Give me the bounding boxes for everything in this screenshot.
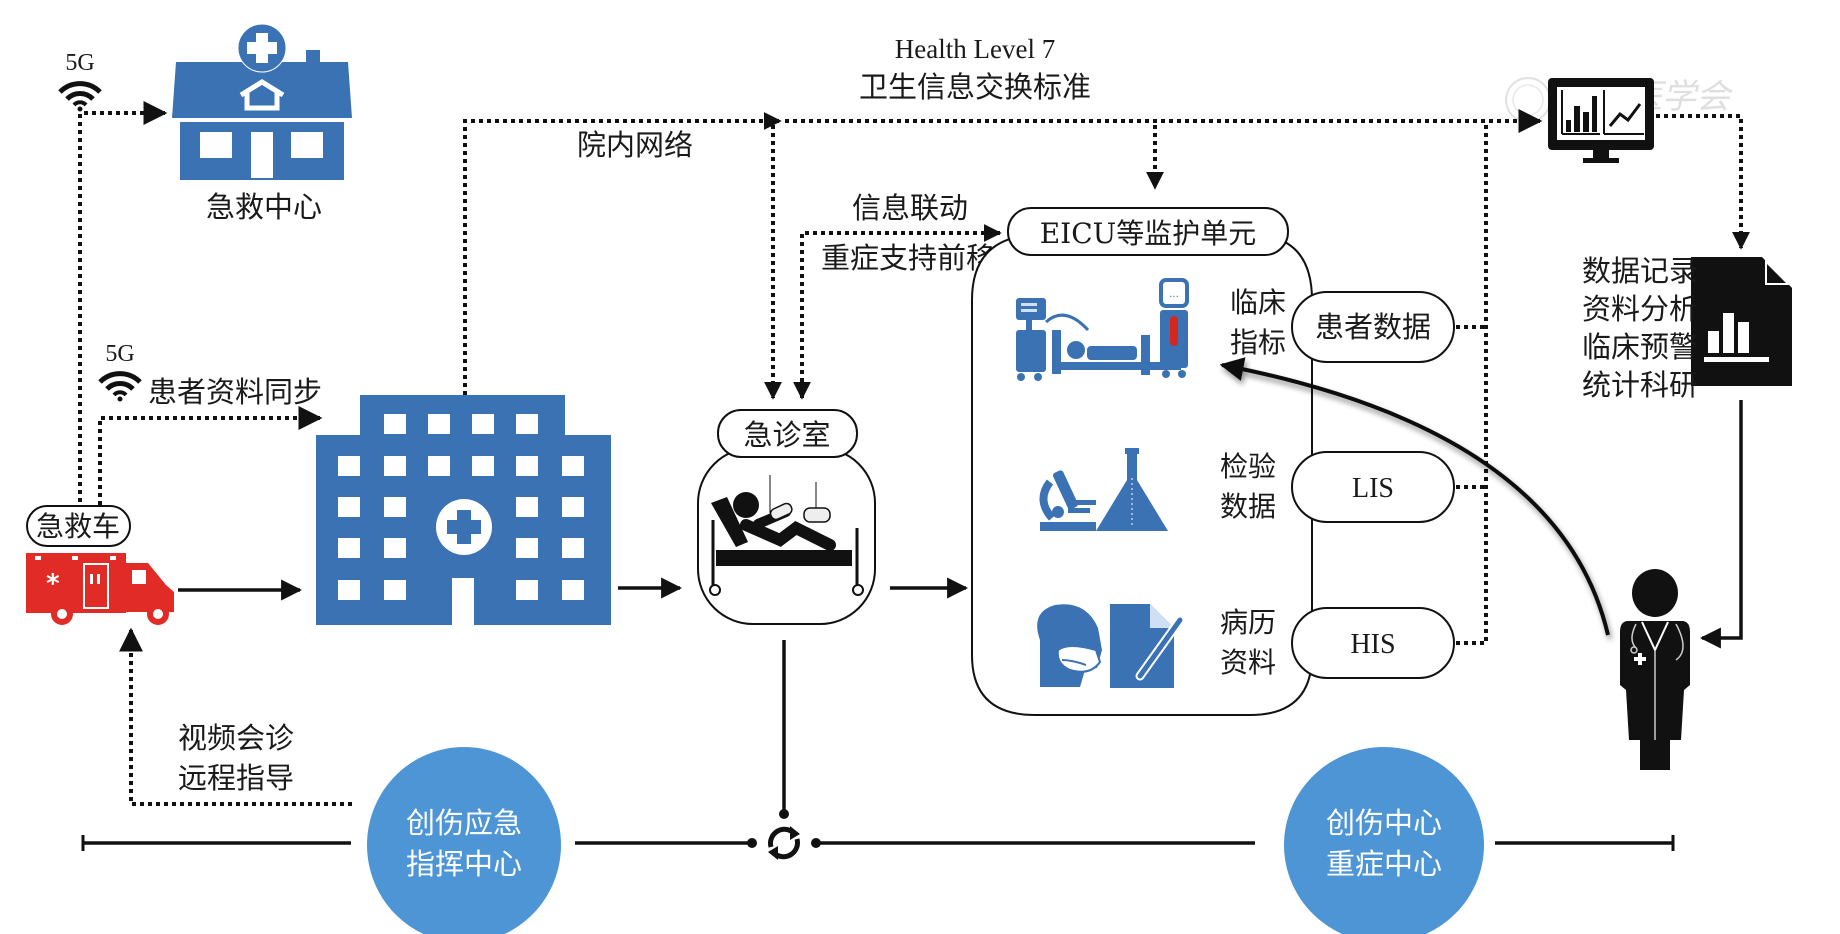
ambulance-label-pill xyxy=(26,505,131,547)
sync-node-right xyxy=(811,838,821,848)
microscope-icon xyxy=(1039,470,1096,531)
ambulance-icon: * xyxy=(26,553,174,625)
svg-text:*: * xyxy=(46,569,60,599)
top-5g-label: 5G xyxy=(65,50,94,76)
hl7-label-cn: 卫生信息交换标准 xyxy=(859,70,1091,104)
lab-data-label-2: 数据 xyxy=(1220,490,1276,523)
emergency-center-label: 急救中心 xyxy=(206,190,322,224)
sync-node-left xyxy=(747,838,757,848)
trauma-center-label-1: 创伤中心 xyxy=(1326,806,1442,840)
trauma-center-label-2: 重症中心 xyxy=(1326,847,1442,881)
svg-text:...: ... xyxy=(1169,289,1179,300)
report-chart-icon xyxy=(1691,257,1792,386)
er-eicu-link xyxy=(793,224,1002,400)
his-pill xyxy=(1291,607,1455,679)
icu-bed-monitor-icon: ... xyxy=(1016,278,1189,381)
command-center-label-1: 创伤应急 xyxy=(406,806,522,840)
analysis-item-1: 数据记录 xyxy=(1582,254,1698,288)
monitor-to-report-line xyxy=(1656,114,1750,250)
lis-pill xyxy=(1291,451,1455,523)
analysis-item-3: 临床预警 xyxy=(1582,330,1698,364)
trauma-command-center-node[interactable] xyxy=(367,747,561,934)
er-room-label-pill xyxy=(717,409,858,458)
sync-node-top xyxy=(779,809,789,819)
remote-guidance-label: 远程指导 xyxy=(178,761,294,795)
patient-sync-label: 患者资料同步 xyxy=(148,375,322,409)
er-room-label: 急诊室 xyxy=(743,418,830,452)
patient-data-label: 患者数据 xyxy=(1315,310,1431,344)
medical-record-label-1: 病历 xyxy=(1220,606,1276,639)
house-medical-icon xyxy=(172,23,352,180)
injured-patient-bed-icon xyxy=(709,475,864,596)
wifi-icon xyxy=(58,81,102,112)
eicu-label-pill xyxy=(1007,207,1289,256)
sync-link-up xyxy=(98,406,323,505)
sync-icon[interactable] xyxy=(768,826,800,860)
critical-support-label: 重症支持前移 xyxy=(821,241,995,275)
monitor-chart-icon xyxy=(1548,78,1654,163)
lis-label: LIS xyxy=(1352,473,1394,504)
eicu-label: EICU等监护单元 xyxy=(1040,217,1257,250)
hospital-network-line xyxy=(463,112,782,395)
doctor-feedback-curve xyxy=(1219,357,1610,636)
patient-data-pill xyxy=(1291,291,1455,363)
wifi-icon xyxy=(98,371,142,402)
ambulance-label: 急救车 xyxy=(36,510,120,543)
analysis-item-4: 统计科研 xyxy=(1582,368,1698,402)
doctor-icon xyxy=(1620,569,1690,770)
hl7-label-en: Health Level 7 xyxy=(895,34,1055,64)
medical-record-label-2: 资料 xyxy=(1220,646,1276,679)
trauma-critical-care-center-node[interactable] xyxy=(1284,747,1484,934)
command-center-label-2: 指挥中心 xyxy=(406,847,522,881)
hospital-building-icon xyxy=(316,395,611,625)
clinical-indicator-label-2: 指标 xyxy=(1230,326,1286,359)
lab-data-label-1: 检验 xyxy=(1220,450,1276,483)
clinical-indicator-label-1: 临床 xyxy=(1230,286,1286,319)
his-label: HIS xyxy=(1350,629,1395,660)
document-pen-icon xyxy=(1110,604,1185,688)
masked-head-icon xyxy=(1037,604,1102,687)
side-5g-label: 5G xyxy=(105,341,134,367)
report-to-doctor-line xyxy=(1699,400,1743,649)
video-consult-link xyxy=(119,627,352,806)
analysis-item-2: 资料分析 xyxy=(1582,292,1698,326)
info-link-label: 信息联动 xyxy=(852,191,968,225)
hospital-network-label: 院内网络 xyxy=(577,128,693,162)
flask-icon xyxy=(1096,448,1168,531)
video-consult-label: 视频会诊 xyxy=(178,721,294,755)
